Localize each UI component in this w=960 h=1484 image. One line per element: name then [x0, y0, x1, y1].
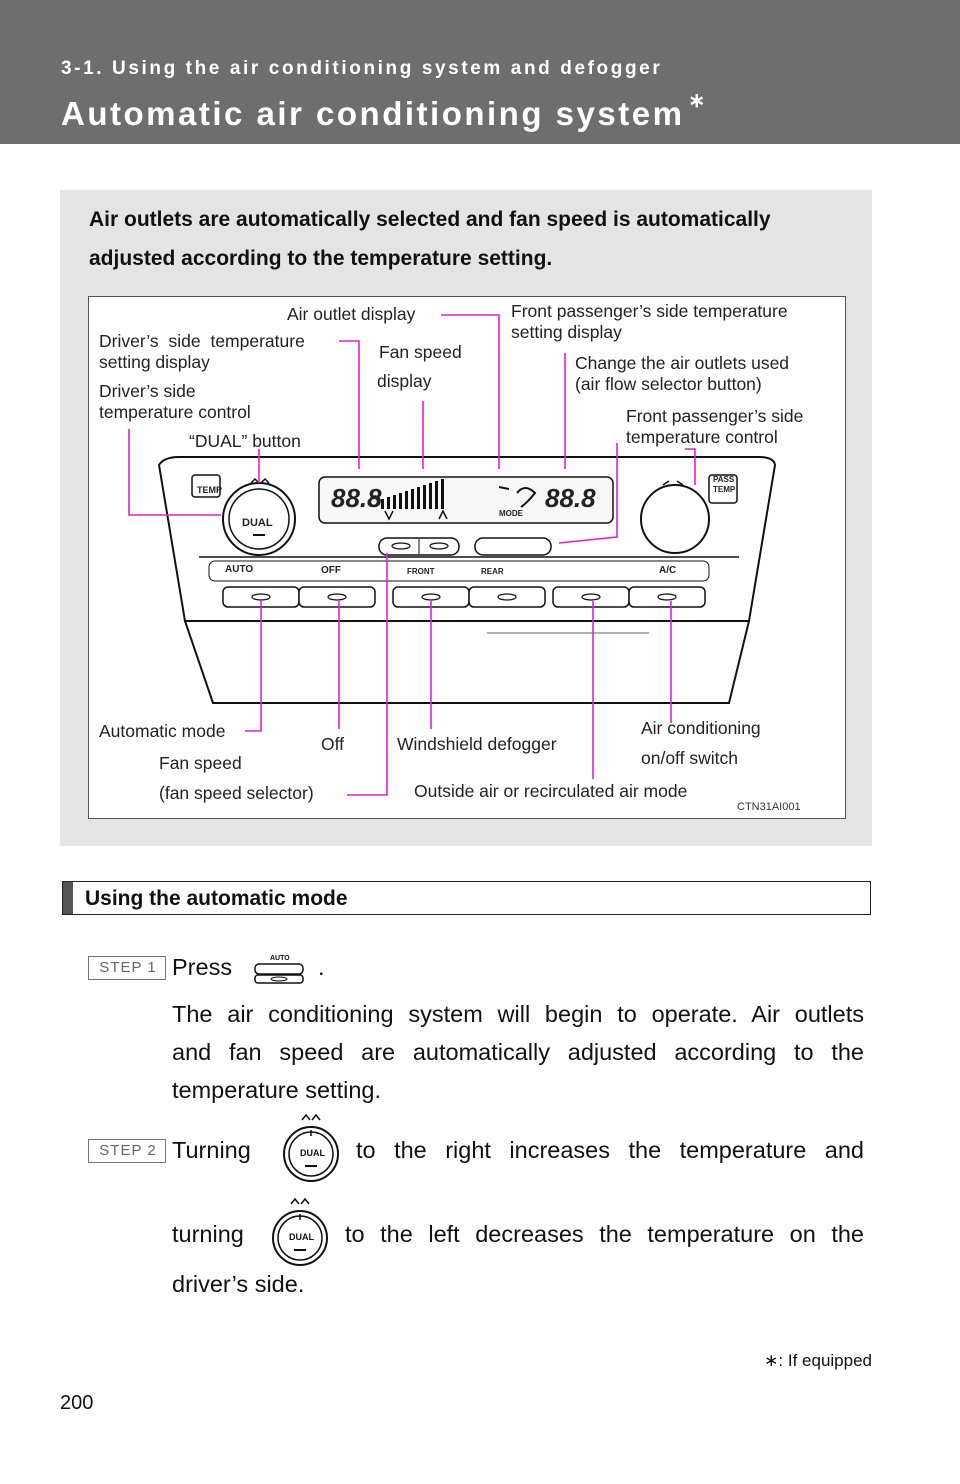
- label-air-outlet-display: Air outlet display: [287, 304, 416, 324]
- dual-knob-label: DUAL: [242, 517, 273, 529]
- label-change-outlets-2: (air flow selector button): [575, 374, 762, 394]
- label-driver-temp-display-1: Driver’s side temperature: [99, 331, 305, 351]
- step-2-badge-text: STEP 2: [99, 1142, 157, 1159]
- label-front-pass-temp-control-2: temperature control: [626, 427, 778, 447]
- ac-button-label: A/C: [659, 565, 677, 576]
- temp-button-label: TEMP: [197, 485, 223, 495]
- label-ac-switch-2: on/off switch: [641, 748, 738, 768]
- rear-button-label: REAR: [481, 567, 504, 576]
- section-heading-text: Using the automatic mode: [85, 887, 348, 910]
- pass-temp-label-1: PASS: [713, 475, 735, 484]
- driver-temp-readout: 88.8: [331, 483, 382, 513]
- label-front-pass-temp-display-1: Front passenger’s side temperature: [511, 301, 788, 321]
- label-change-outlets-1: Change the air outlets used: [575, 353, 790, 373]
- step-2-line-2: to the left decreases the temperature on…: [345, 1221, 864, 1247]
- label-driver-temp-control-2: temperature control: [99, 402, 251, 422]
- auto-icon-label: AUTO: [270, 955, 290, 962]
- control-panel-figure: TEMP DUAL PASS TEMP 88.8 88.8 MODE AUTO …: [88, 296, 846, 819]
- page-title-text: Automatic air conditioning system: [61, 95, 685, 132]
- label-fan-speed-display-1: Fan speed: [379, 342, 462, 362]
- dual-knob-icon: DUAL: [275, 1112, 341, 1184]
- label-driver-temp-display-2: setting display: [99, 352, 210, 372]
- figure-code: CTN31AI001: [737, 801, 801, 813]
- step-1-badge: STEP 1: [88, 956, 166, 980]
- dual-icon-label: DUAL: [300, 1148, 325, 1158]
- step-2-line-1: to the right increases the temperature a…: [356, 1137, 864, 1163]
- label-driver-temp-control-1: Driver’s side: [99, 381, 196, 401]
- section-title: 3-1. Using the air conditioning system a…: [61, 58, 663, 79]
- label-ac-switch-1: Air conditioning: [641, 718, 761, 738]
- label-off: Off: [321, 734, 345, 754]
- pass-temp-readout: 88.8: [545, 483, 596, 513]
- page-header: 3-1. Using the air conditioning system a…: [0, 0, 960, 144]
- section-heading-bar: [63, 882, 73, 914]
- off-button-label: OFF: [321, 565, 341, 576]
- step-2-turning-1: Turning: [172, 1137, 251, 1163]
- step-2-turning-2: turning: [172, 1221, 244, 1247]
- if-equipped-mark: ∗: [688, 90, 706, 112]
- auto-button-icon: AUTO: [254, 955, 306, 985]
- step-1-line-3: temperature setting.: [172, 1077, 381, 1103]
- mode-text: MODE: [499, 509, 523, 518]
- footnote: ∗: If equipped: [764, 1351, 872, 1370]
- label-windshield-defogger: Windshield defogger: [397, 734, 557, 754]
- label-fan-speed-selector-1: Fan speed: [159, 753, 242, 773]
- label-fan-speed-selector-2: (fan speed selector): [159, 783, 314, 803]
- dual-icon-label-2: DUAL: [289, 1232, 314, 1242]
- label-outside-air: Outside air or recirculated air mode: [414, 781, 688, 801]
- auto-button-label: AUTO: [225, 564, 254, 575]
- step-1-line-2: and fan speed are automatically adjusted…: [172, 1039, 864, 1065]
- label-front-pass-temp-display-2: setting display: [511, 322, 622, 342]
- step-1-line-1: The air conditioning system will begin t…: [172, 1001, 864, 1027]
- label-front-pass-temp-control-1: Front passenger’s side: [626, 406, 804, 426]
- step-1-period: .: [318, 954, 325, 980]
- pass-temp-label-2: TEMP: [713, 485, 736, 494]
- section-heading: Using the automatic mode: [62, 881, 871, 915]
- label-fan-speed-display-2: display: [377, 371, 432, 391]
- label-dual-button: “DUAL” button: [189, 431, 301, 451]
- page-number: 200: [60, 1392, 94, 1414]
- step-2-badge: STEP 2: [88, 1139, 166, 1163]
- intro-text: Air outlets are automatically selected a…: [89, 208, 771, 270]
- front-button-label: FRONT: [407, 567, 435, 576]
- control-panel-drawing: [128, 314, 777, 796]
- dual-knob-icon-2: DUAL: [264, 1196, 330, 1268]
- step-2-line-3: driver’s side.: [172, 1271, 305, 1297]
- page-title: Automatic air conditioning system∗: [61, 90, 705, 133]
- step-1-badge-text: STEP 1: [99, 959, 157, 976]
- step-1-press: Press: [172, 954, 233, 980]
- label-automatic-mode: Automatic mode: [99, 721, 226, 741]
